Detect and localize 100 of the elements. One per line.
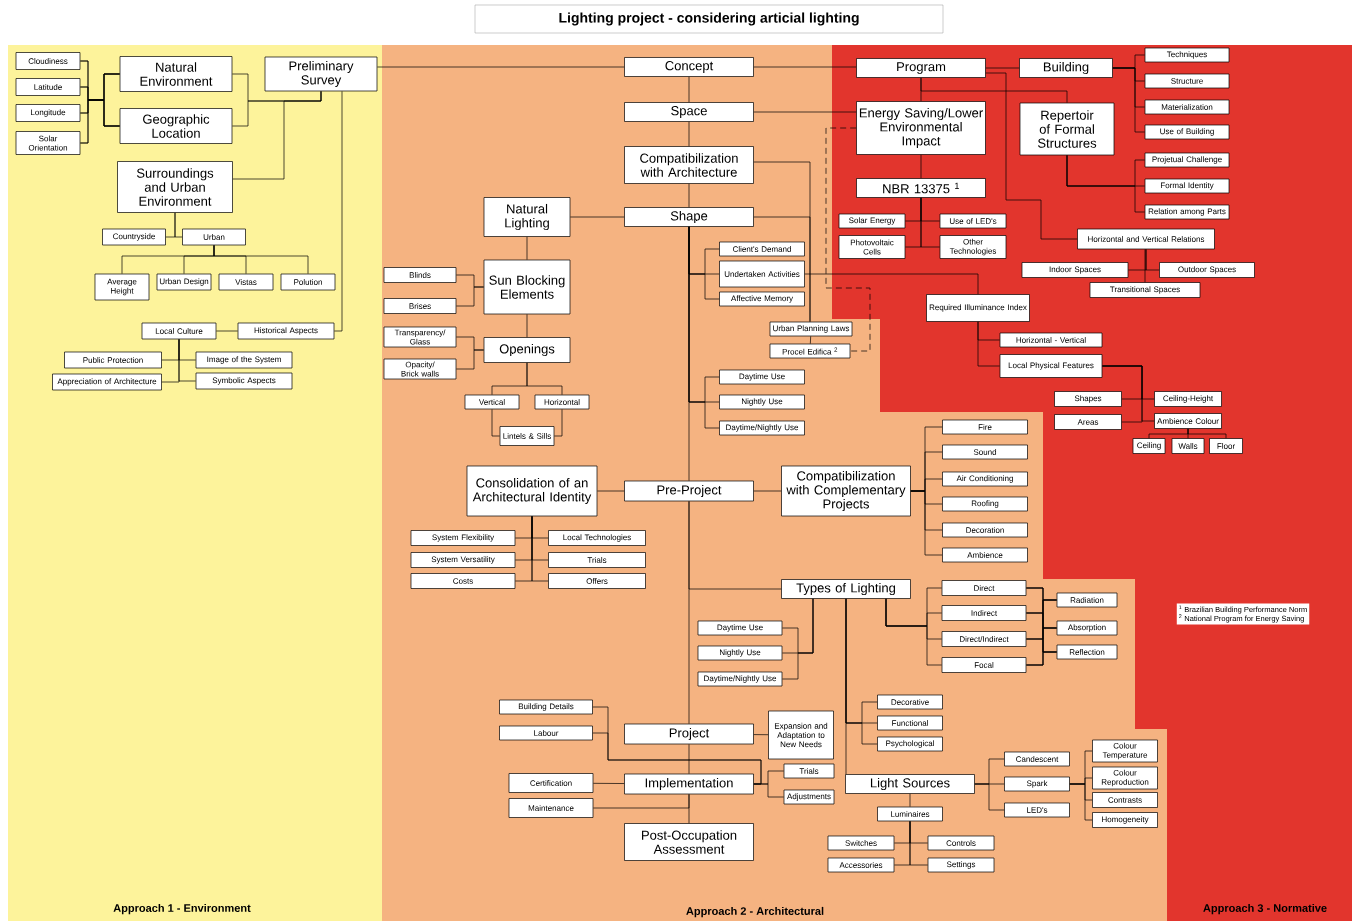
- box: Urban: [182, 228, 246, 246]
- box: Natural Lighting: [483, 197, 571, 237]
- box: Indirect: [941, 605, 1027, 621]
- box: Spark: [1004, 776, 1070, 792]
- box: System Versatility: [410, 552, 516, 568]
- box: Vertical: [464, 394, 520, 410]
- connector-line: [526, 314, 528, 338]
- box: Preliminary Survey: [264, 56, 378, 92]
- box: Procel Edifica $^{2}$: [769, 343, 851, 359]
- box: Decoration: [942, 522, 1028, 538]
- connector-line: [456, 349, 484, 370]
- box: Indoor Spaces: [1021, 262, 1129, 278]
- box: Space: [624, 102, 754, 122]
- box: Program: [856, 58, 986, 78]
- box: Nightly Use: [719, 394, 805, 410]
- connector-line: [974, 783, 1005, 811]
- title: Lighting project - considering articial lighting: [474, 4, 944, 34]
- connector-line: [753, 734, 769, 736]
- box: Outdoor Spaces: [1159, 262, 1255, 278]
- connector-line: [526, 362, 563, 395]
- connector-line: [753, 783, 784, 798]
- box: Daytime/Nightly Use: [719, 420, 805, 436]
- box: Maintenance: [508, 798, 594, 818]
- connector-line: [1112, 67, 1145, 133]
- box: Direct/Indirect: [941, 631, 1027, 647]
- box: Local Culture: [141, 322, 217, 340]
- box: Ambience Colour: [1154, 413, 1222, 429]
- box: Techniques: [1144, 47, 1230, 63]
- box: Shapes: [1054, 391, 1122, 407]
- box: NBR 13375 $^{1}$: [856, 178, 986, 198]
- box: Homogeneity: [1092, 812, 1158, 828]
- box: Horizontal and Vertical Relations: [1077, 228, 1215, 250]
- connector-line: [688, 501, 690, 724]
- box: Lintels & Sills: [499, 426, 555, 446]
- box: Functional: [877, 715, 943, 731]
- box: Absorption: [1056, 620, 1118, 636]
- connector-line: [688, 744, 690, 774]
- box: Adjustments: [783, 789, 835, 805]
- connector-line: [597, 490, 625, 492]
- box: Nightly Use: [697, 645, 783, 661]
- box: LED's: [1004, 802, 1070, 818]
- box: Daytime Use: [697, 620, 783, 636]
- box: Urban Design: [156, 273, 212, 291]
- box: Ceiling-Height: [1154, 391, 1222, 407]
- connector-line: [804, 273, 979, 295]
- box: Historical Aspects: [237, 322, 335, 340]
- box: Roofing: [942, 496, 1028, 512]
- box: Colour Temperature: [1092, 739, 1158, 763]
- box: Openings: [483, 337, 571, 363]
- connector-line: [1187, 428, 1227, 439]
- connector-line: [845, 598, 847, 775]
- box: Direct: [941, 580, 1027, 596]
- zone-label: Approach 2 - Architectural: [686, 906, 824, 918]
- box: Longitude: [15, 104, 81, 122]
- box: Solar Orientation: [15, 131, 81, 155]
- box: Undertaken Activities: [719, 260, 805, 288]
- box: Settings: [927, 857, 995, 873]
- box: Urban Planning Laws: [769, 321, 853, 337]
- box: Accessories: [827, 857, 895, 873]
- box: Areas: [1054, 414, 1122, 430]
- box: Symbolic Aspects: [195, 372, 293, 390]
- box: System Flexibility: [410, 530, 516, 546]
- box: Fire: [942, 419, 1028, 435]
- connector-line: [909, 793, 911, 807]
- connector-line: [1026, 651, 1057, 666]
- connector-line: [1066, 155, 1145, 213]
- box: Ceiling: [1132, 438, 1166, 454]
- box: Projetual Challenge: [1144, 152, 1230, 168]
- connector-line: [232, 91, 322, 180]
- box: Affective Memory: [719, 291, 805, 307]
- box: Pre-Project: [624, 480, 754, 502]
- connector-line: [554, 409, 563, 437]
- box: Daytime Use: [719, 369, 805, 385]
- connector-line: [174, 212, 183, 238]
- connector-line: [688, 121, 690, 147]
- box: Colour Reproduction: [1092, 766, 1158, 790]
- connector-line: [985, 72, 1078, 240]
- connector-line: [753, 111, 857, 113]
- box: Transitional Spaces: [1089, 282, 1201, 298]
- box: Horizontal: [534, 394, 590, 410]
- connector-line: [782, 598, 814, 680]
- connector-line: [688, 226, 690, 481]
- box: Compatibilization with Complementary Projects: [781, 465, 911, 517]
- connector-line: [178, 339, 196, 382]
- connector-line: [1102, 365, 1155, 422]
- box: Opacity/ Brick walls: [383, 358, 457, 380]
- connector-line: [531, 516, 549, 582]
- connector-line: [526, 236, 528, 260]
- box: Costs: [410, 573, 516, 589]
- box: Expansion and Adaptation to New Needs: [768, 710, 834, 760]
- box: Blinds: [383, 267, 457, 283]
- box: Repertoir of Formal Structures: [1019, 102, 1115, 156]
- box: Project: [624, 723, 754, 745]
- connector-line: [977, 321, 1000, 367]
- box: Sound: [942, 444, 1028, 460]
- box: Floor: [1209, 438, 1243, 454]
- connector-line: [592, 732, 762, 785]
- box: Formal Identity: [1144, 178, 1230, 194]
- connector-line: [920, 77, 1068, 103]
- box: Relation among Parts: [1144, 204, 1230, 220]
